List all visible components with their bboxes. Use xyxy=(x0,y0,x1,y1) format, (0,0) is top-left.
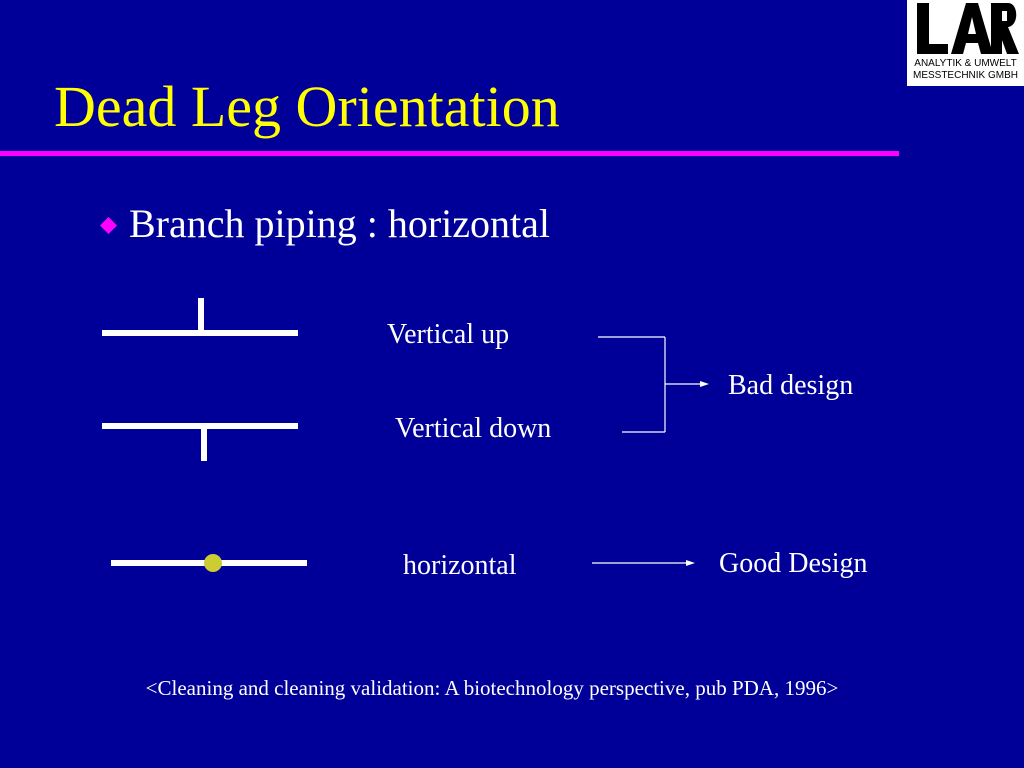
label-vertical-down: Vertical down xyxy=(395,413,552,444)
pipe-vertical-down-icon xyxy=(102,423,298,461)
title-underline xyxy=(0,151,899,156)
slide-title: Dead Leg Orientation xyxy=(54,74,560,139)
label-horizontal: horizontal xyxy=(403,550,517,581)
logo-line-2: MESSTECHNIK GMBH xyxy=(912,70,1018,81)
bullet-item: Branch piping : horizontal xyxy=(100,200,550,246)
label-good-design: Good Design xyxy=(719,548,868,579)
bad-design-arrow-icon xyxy=(700,381,709,387)
label-vertical-up: Vertical up xyxy=(387,319,510,350)
logo-line-1: ANALYTIK & UMWELT xyxy=(914,58,1017,69)
diamond-bullet-icon xyxy=(100,216,117,234)
lar-logo-mark-icon xyxy=(917,3,1019,54)
citation: <Cleaning and cleaning validation: A bio… xyxy=(145,676,839,700)
bullet-text: Branch piping : horizontal xyxy=(129,200,551,246)
bad-design-bracket xyxy=(598,336,700,433)
label-bad-design: Bad design xyxy=(728,370,854,401)
pipe-horizontal-icon xyxy=(111,554,307,572)
company-logo: ANALYTIK & UMWELT MESSTECHNIK GMBH xyxy=(907,0,1024,86)
good-design-arrow-icon xyxy=(686,560,695,566)
pipe-vertical-up-icon xyxy=(102,298,298,336)
